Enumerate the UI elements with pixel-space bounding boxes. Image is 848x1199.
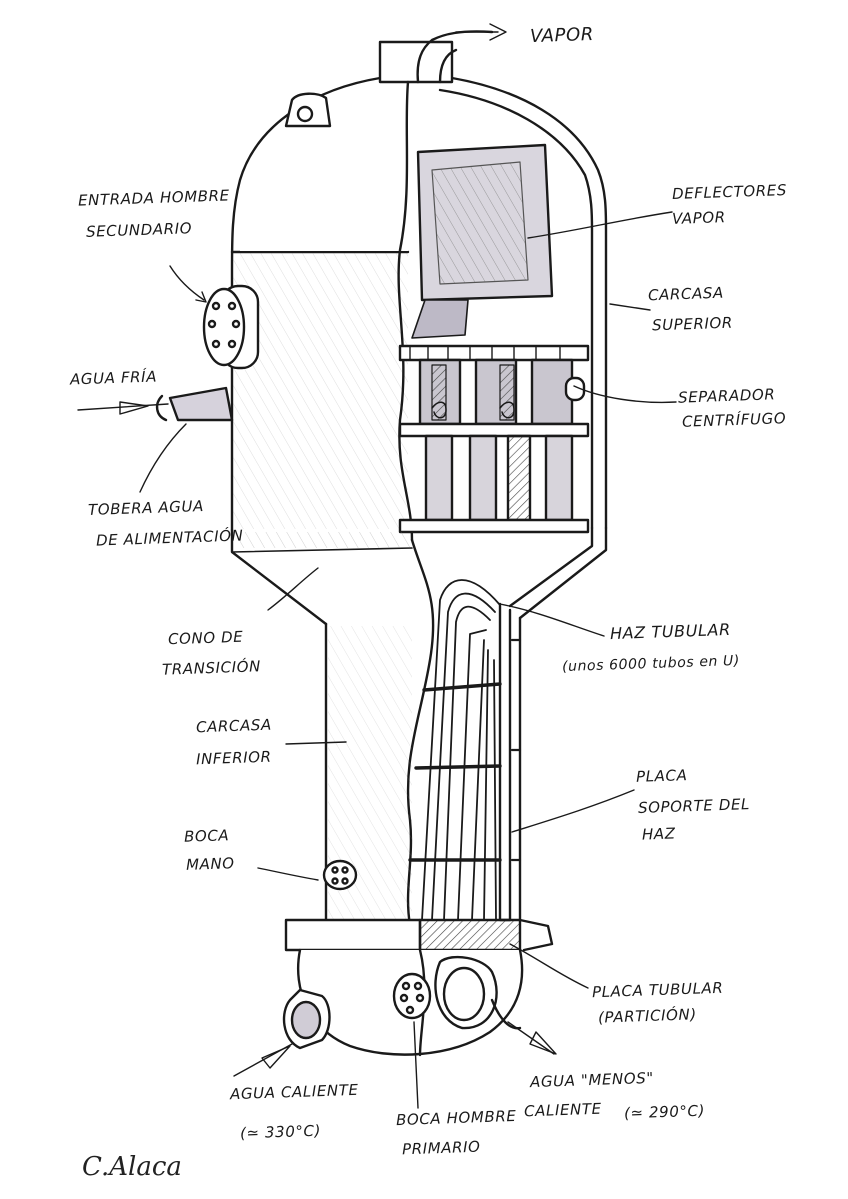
label-carcasa-superior-2: SUPERIOR	[651, 313, 734, 335]
separator-deck-lower	[398, 422, 590, 438]
label-cono-2: TRANSICIÓN	[161, 657, 262, 679]
arrow-agua-fria	[77, 403, 169, 411]
transition-cone-right	[518, 526, 608, 620]
leader-separador	[573, 385, 677, 404]
separator-base-plate	[398, 518, 590, 534]
label-separador-2: CENTRÍFUGO	[681, 409, 787, 431]
label-cono-1: CONO DE	[167, 627, 244, 649]
label-placa-tubular-1: PLACA TUBULAR	[591, 978, 724, 1002]
label-agua-fria: AGUA FRÍA	[69, 367, 158, 389]
leader-placa-soporte	[511, 789, 635, 833]
label-boca-mano-2: MANO	[185, 854, 235, 874]
leader-deflectores	[527, 211, 673, 239]
label-placa-tubular-2: (PARTICIÓN)	[597, 1005, 698, 1027]
leader-carcasa-inferior	[285, 741, 347, 745]
label-separador-1: SEPARADOR	[677, 385, 776, 407]
leader-boca-hombre-primario	[413, 1021, 419, 1109]
label-boca-mano-1: BOCA	[183, 826, 230, 846]
label-agua-menos-1: AGUA "MENOS"	[529, 1068, 655, 1092]
label-agua-menos-3: (≃ 290°C)	[623, 1101, 706, 1123]
hand-hole	[322, 859, 358, 891]
label-carcasa-inferior-1: CARCASA	[195, 715, 273, 737]
label-placa-soporte-3: HAZ	[641, 824, 676, 844]
label-boca-hombre-1: BOCA HOMBRE	[395, 1106, 517, 1130]
upper-dome-left	[230, 76, 382, 532]
label-placa-soporte-1: PLACA	[635, 766, 688, 786]
label-placa-soporte-2: SOPORTE DEL	[637, 795, 751, 817]
bundle-wrapper	[498, 602, 512, 922]
label-boca-hombre-2: PRIMARIO	[401, 1137, 481, 1159]
label-deflectores-1: DEFLECTORES	[671, 180, 788, 204]
leader-manway-secondary	[169, 265, 205, 301]
label-agua-caliente-1: AGUA CALIENTE	[229, 1080, 359, 1104]
arrow-agua-menos-caliente	[507, 1021, 555, 1055]
label-vapor: VAPOR	[529, 23, 595, 48]
label-agua-caliente-2: (≃ 330°C)	[239, 1121, 322, 1143]
leader-cono	[267, 567, 319, 611]
leader-tobera	[139, 423, 187, 493]
label-haz-tubular-1: HAZ TUBULAR	[609, 619, 732, 644]
shell-wall-inner	[438, 88, 594, 530]
leader-boca-mano	[257, 867, 319, 881]
label-carcasa-inferior-2: INFERIOR	[195, 747, 272, 769]
label-agua-menos-2: CALIENTE	[523, 1099, 602, 1121]
tube-sheet	[284, 918, 422, 952]
leader-carcasa-superior	[609, 303, 651, 311]
author-signature: C.Alaca	[82, 1152, 182, 1182]
leader-placa-tubular	[509, 943, 589, 989]
label-tobera-1: TOBERA AGUA	[87, 496, 205, 520]
tube-support-plates	[408, 682, 502, 862]
dome-manway	[284, 92, 332, 128]
label-entrada-hombre-2: SECUNDARIO	[85, 219, 193, 241]
label-tobera-2: DE ALIMENTACIÓN	[95, 526, 244, 550]
feedwater-nozzle	[168, 386, 234, 422]
cutaway-edge-upper	[397, 80, 414, 542]
upper-dome-right	[450, 76, 608, 530]
label-carcasa-superior-1: CARCASA	[647, 283, 725, 305]
label-deflectores-2: VAPOR	[671, 208, 727, 228]
leader-haz-tubular	[499, 603, 605, 637]
